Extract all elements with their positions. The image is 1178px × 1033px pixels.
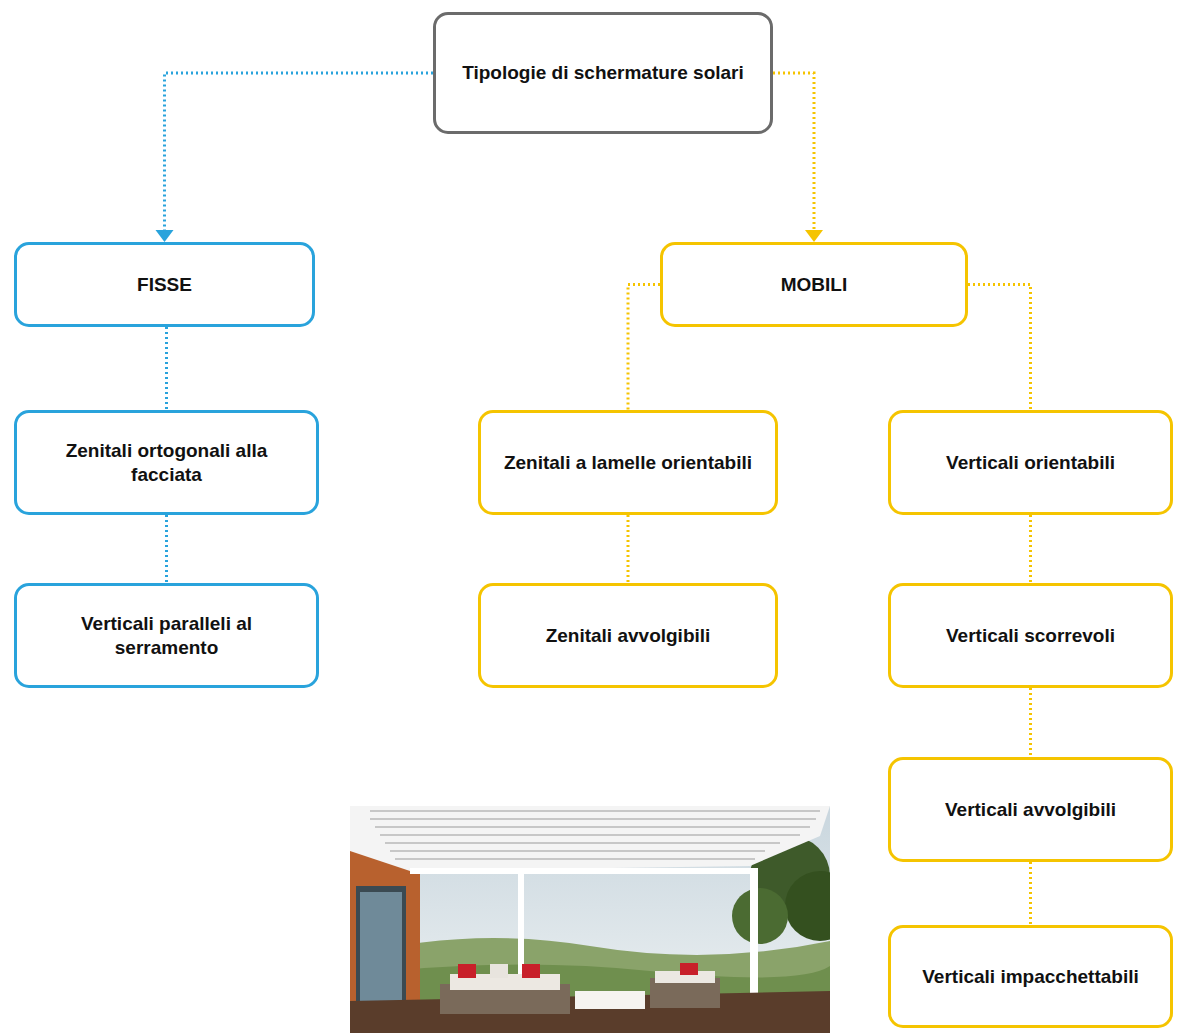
node-label: FISSE — [123, 273, 206, 297]
arrowhead — [805, 230, 823, 242]
connector — [166, 515, 167, 583]
node-label: Zenitali a lamelle orientabili — [490, 451, 766, 475]
type-box: Verticali avvolgibili — [888, 757, 1173, 862]
connector — [968, 285, 1031, 411]
node-label: Zenitali ortogonali alla facciata — [17, 439, 316, 487]
connector — [628, 285, 660, 411]
node-label: Verticali paralleli al serramento — [17, 612, 316, 660]
node-label: Verticali orientabili — [932, 451, 1129, 475]
node-label: Verticali avvolgibili — [931, 798, 1130, 822]
type-box: Zenitali a lamelle orientabili — [478, 410, 778, 515]
connector-line — [165, 515, 168, 583]
connector — [1030, 688, 1031, 757]
connector — [156, 73, 434, 242]
arrowhead — [156, 230, 174, 242]
connector-line — [1029, 862, 1032, 925]
type-box: Zenitali avvolgibili — [478, 583, 778, 688]
connector-line — [165, 327, 168, 410]
connector-line — [1029, 688, 1032, 757]
connector-line — [627, 515, 630, 583]
type-box: Verticali paralleli al serramento — [14, 583, 319, 688]
connector — [628, 515, 629, 583]
node-label: Verticali impacchettabili — [908, 965, 1152, 989]
type-box: Verticali orientabili — [888, 410, 1173, 515]
connector-line — [968, 285, 1031, 411]
connector — [773, 73, 823, 242]
category-box: MOBILI — [660, 242, 968, 327]
connector — [1030, 515, 1031, 583]
type-box: Zenitali ortogonali alla facciata — [14, 410, 319, 515]
category-box: FISSE — [14, 242, 315, 327]
connector-line — [1029, 515, 1032, 583]
connector-line — [165, 73, 434, 231]
connector-line — [773, 73, 814, 231]
node-label: Verticali scorrevoli — [932, 624, 1129, 648]
connector — [1030, 862, 1031, 925]
node-label: Zenitali avvolgibili — [532, 624, 725, 648]
node-label: MOBILI — [767, 273, 862, 297]
pergola-photo — [350, 806, 830, 1033]
root-box: Tipologie di schermature solari — [433, 12, 773, 134]
node-label: Tipologie di schermature solari — [448, 61, 758, 85]
connector — [166, 327, 167, 410]
type-box: Verticali scorrevoli — [888, 583, 1173, 688]
type-box: Verticali impacchettabili — [888, 925, 1173, 1028]
connector-line — [628, 285, 660, 411]
